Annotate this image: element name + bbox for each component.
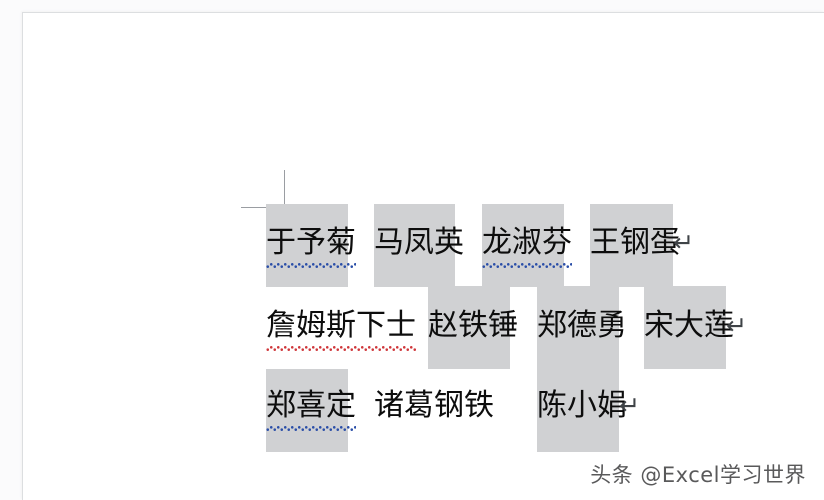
- name-text[interactable]: 郑德勇: [537, 306, 627, 346]
- name-glyphs: 郑德勇: [537, 308, 627, 343]
- name-text[interactable]: 宋大莲: [644, 306, 734, 346]
- name-text[interactable]: 詹姆斯下士: [266, 306, 416, 351]
- name-glyphs: 王钢蛋: [590, 225, 680, 260]
- document-page[interactable]: 于予菊马凤英龙淑芬王钢蛋↵詹姆斯下士赵铁锤郑德勇宋大莲↵郑喜定诸葛钢铁陈小娟↵ …: [22, 12, 824, 500]
- name-glyphs: 宋大莲: [644, 308, 734, 343]
- document-text-layer[interactable]: 于予菊马凤英龙淑芬王钢蛋↵詹姆斯下士赵铁锤郑德勇宋大莲↵郑喜定诸葛钢铁陈小娟↵: [23, 13, 824, 500]
- document-line[interactable]: 郑喜定诸葛钢铁 陈小娟↵: [23, 386, 824, 431]
- paragraph-mark: ↵: [726, 311, 747, 340]
- name-glyphs: 陈小娟: [537, 388, 627, 423]
- paragraph-mark: ↵: [673, 228, 694, 257]
- name-glyphs: 于予菊: [266, 223, 356, 268]
- document-line[interactable]: 于予菊马凤英龙淑芬王钢蛋↵: [23, 223, 824, 268]
- document-line[interactable]: 詹姆斯下士赵铁锤郑德勇宋大莲↵: [23, 306, 824, 351]
- name-text[interactable]: 赵铁锤: [428, 306, 518, 346]
- name-text[interactable]: 于予菊: [266, 223, 356, 268]
- name-text[interactable]: 郑喜定: [266, 386, 356, 431]
- name-text[interactable]: 王钢蛋: [590, 223, 680, 263]
- name-text[interactable]: 诸葛钢铁: [374, 386, 494, 426]
- name-glyphs: 郑喜定: [266, 386, 356, 431]
- name-text[interactable]: 龙淑芬: [482, 223, 572, 268]
- name-glyphs: 詹姆斯下士: [266, 306, 416, 351]
- name-glyphs: 龙淑芬: [482, 223, 572, 268]
- watermark-text: 头条 @Excel学习世界: [590, 463, 806, 487]
- name-text[interactable]: 马凤英: [374, 223, 464, 263]
- name-text[interactable]: 陈小娟: [537, 386, 627, 426]
- name-glyphs: 诸葛钢铁: [374, 388, 494, 423]
- paragraph-mark: ↵: [619, 391, 640, 420]
- name-glyphs: 马凤英: [374, 225, 464, 260]
- name-glyphs: 赵铁锤: [428, 308, 518, 343]
